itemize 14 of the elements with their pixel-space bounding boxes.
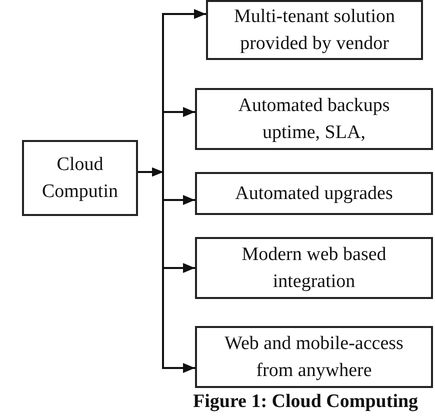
process-box <box>195 237 433 299</box>
box-label: Modern web based integration <box>240 243 388 294</box>
process-box <box>195 326 433 388</box>
process-box <box>195 88 433 150</box>
box-label: Cloud Computin <box>40 153 119 204</box>
box-label: Automated backups uptime, SLA, <box>237 94 391 145</box>
process-box <box>195 172 433 215</box>
box-label: Web and mobile-access from anywhere <box>224 332 404 383</box>
figure-caption: Figure 1: Cloud Computing <box>193 392 418 412</box>
box-label: Multi-tenant solution provided by vendor <box>233 5 396 56</box>
box-label: Automated upgrades <box>235 182 393 206</box>
process-box <box>206 0 423 60</box>
connector-arrow <box>138 168 195 373</box>
process-box <box>22 140 138 216</box>
